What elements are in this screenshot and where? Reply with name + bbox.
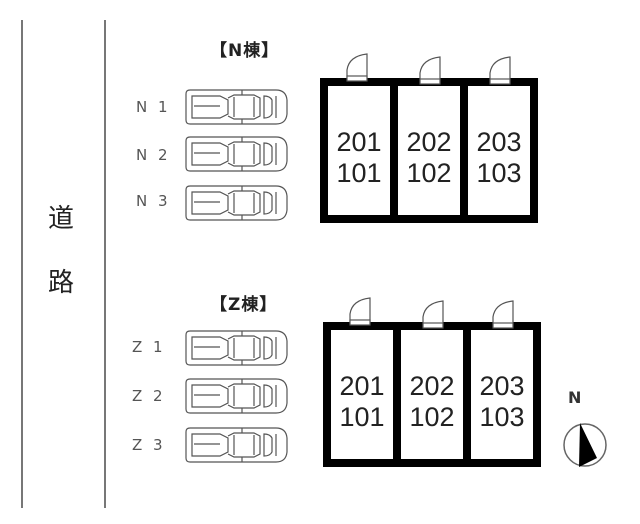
parking-label: Z 1 — [132, 338, 166, 356]
parking-label: N 2 — [136, 146, 171, 164]
unit-number: 202 — [409, 370, 455, 401]
unit-number: 201 — [339, 370, 385, 401]
unit-number: 203 — [479, 370, 525, 401]
car-icon — [184, 377, 288, 415]
north-arrow-icon — [563, 423, 607, 467]
unit-number: 103 — [479, 401, 525, 432]
parking-label: Z 2 — [132, 387, 166, 405]
door-icon — [416, 55, 446, 85]
door-icon — [486, 55, 516, 85]
unit-number: 103 — [476, 157, 522, 188]
unit-number: 202 — [406, 126, 452, 157]
car-icon — [184, 184, 288, 222]
car-icon — [184, 329, 288, 367]
unit-number: 102 — [406, 157, 452, 188]
unit-number: 203 — [476, 126, 522, 157]
unit-number: 101 — [339, 401, 385, 432]
road-edge-line — [104, 20, 106, 508]
door-icon — [419, 299, 449, 329]
building-title-z: 【Z棟】 — [210, 295, 278, 315]
car-icon — [184, 135, 288, 173]
road-edge-line — [21, 20, 23, 508]
door-icon — [489, 299, 519, 329]
compass-north-label: N — [568, 388, 582, 407]
door-icon — [343, 52, 373, 82]
parking-label: N 3 — [136, 192, 171, 210]
road-label-char: 路 — [48, 268, 75, 298]
road-label-char: 道 — [48, 204, 75, 234]
door-icon — [346, 296, 376, 326]
car-icon — [184, 88, 288, 126]
unit-number: 102 — [409, 401, 455, 432]
car-icon — [184, 426, 288, 464]
unit-number: 201 — [336, 126, 382, 157]
building-title-n: 【N棟】 — [210, 41, 280, 61]
unit-number: 101 — [336, 157, 382, 188]
parking-label: N 1 — [136, 98, 171, 116]
parking-label: Z 3 — [132, 436, 166, 454]
